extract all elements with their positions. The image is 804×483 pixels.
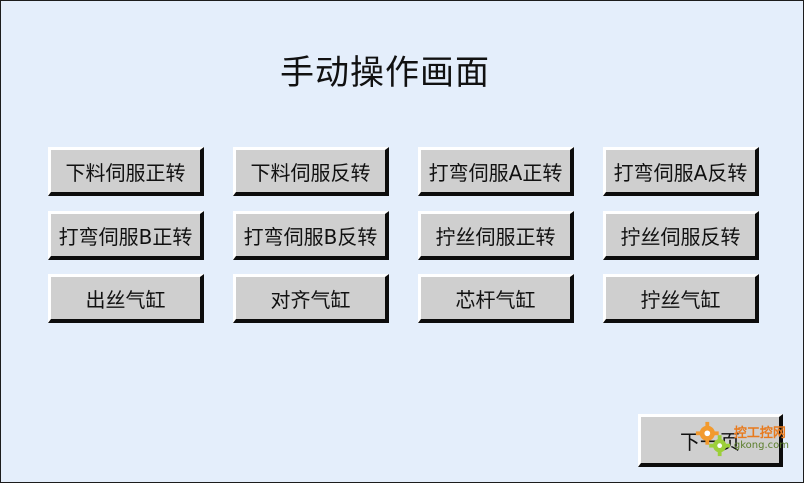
watermark-url: gkong.com: [733, 440, 789, 451]
btn-bend-servo-b-reverse[interactable]: 打弯伺服B反转: [233, 211, 389, 260]
btn-core-rod-cylinder[interactable]: 芯杆气缸: [418, 274, 574, 323]
btn-feed-servo-reverse[interactable]: 下料伺服反转: [233, 147, 389, 196]
btn-bend-servo-b-forward[interactable]: 打弯伺服B正转: [48, 211, 204, 260]
btn-bend-servo-a-reverse[interactable]: 打弯伺服A反转: [603, 147, 759, 196]
btn-twist-servo-forward[interactable]: 拧丝伺服正转: [418, 211, 574, 260]
btn-bend-servo-a-forward[interactable]: 打弯伺服A正转: [418, 147, 574, 196]
btn-twist-servo-reverse[interactable]: 拧丝伺服反转: [603, 211, 759, 260]
btn-feed-servo-forward[interactable]: 下料伺服正转: [48, 147, 204, 196]
watermark: 控工控网 gkong.com: [694, 420, 789, 458]
page-title: 手动操作画面: [280, 53, 490, 93]
gear-logo-icon: [695, 421, 730, 457]
btn-align-cylinder[interactable]: 对齐气缸: [233, 274, 389, 323]
btn-wire-out-cylinder[interactable]: 出丝气缸: [48, 274, 204, 323]
btn-twist-cylinder[interactable]: 拧丝气缸: [603, 274, 759, 323]
watermark-brand: 控工控网: [733, 426, 786, 441]
